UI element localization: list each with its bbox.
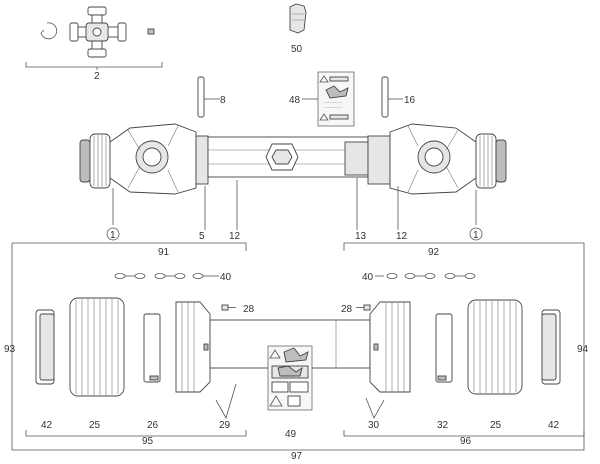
label-95: 95	[142, 436, 154, 447]
screw-28-left	[221, 304, 236, 311]
warning-sticker-49	[267, 345, 313, 411]
guard-tube-30-right	[369, 301, 411, 393]
guard-cone-32-right	[435, 313, 453, 383]
label-32: 32	[437, 420, 449, 431]
label-1-left: 1	[110, 230, 116, 241]
label-96: 96	[460, 436, 472, 447]
circlip-part	[40, 22, 58, 40]
label-2: 2	[94, 71, 100, 82]
label-26: 26	[147, 420, 159, 431]
svg-text:~~~~~~~~~~: ~~~~~~~~~~	[324, 106, 343, 110]
bracket-91	[12, 242, 247, 251]
safety-chain-right	[386, 273, 476, 279]
label-25-left: 25	[89, 420, 101, 431]
bracket-92	[343, 242, 584, 251]
svg-text:~~~~~~~~~~: ~~~~~~~~~~	[324, 101, 343, 105]
label-28-right: 28	[341, 304, 353, 315]
label-42-left: 42	[41, 420, 53, 431]
guard-bellows-25-left	[69, 297, 125, 397]
label-8: 8	[220, 95, 226, 106]
left-yoke-assembly	[79, 123, 209, 195]
universal-cross-part	[69, 6, 127, 58]
label-28-left: 28	[243, 304, 255, 315]
bracket-95	[25, 430, 247, 437]
label-25-right: 25	[490, 420, 502, 431]
screw-28-right	[356, 304, 371, 311]
label-42-right: 42	[548, 420, 560, 431]
label-1-right: 1	[473, 230, 479, 241]
label-48: 48	[289, 95, 301, 106]
bracket-96	[343, 430, 585, 437]
label-93: 93	[4, 344, 16, 355]
label-5: 5	[199, 231, 205, 242]
right-yoke-assembly	[367, 123, 507, 195]
label-50: 50	[291, 44, 303, 55]
label-97: 97	[291, 451, 303, 462]
label-94: 94	[577, 344, 589, 355]
bracket-97	[11, 436, 585, 451]
warning-sticker-48: ~~~~~~~~~~ ~~~~~~~~~~	[317, 71, 355, 127]
label-92: 92	[428, 247, 440, 258]
guard-bellows-25-right	[467, 299, 523, 395]
label-29: 29	[219, 420, 231, 431]
grease-nipple-part	[147, 28, 155, 35]
bearing-ring-42-left	[35, 309, 55, 385]
pin-8	[197, 76, 205, 118]
bearing-ring-42-right	[541, 309, 561, 385]
kit-bracket	[25, 62, 163, 68]
pin-16	[381, 76, 389, 118]
label-12-right: 12	[396, 231, 408, 242]
center-tubes	[207, 136, 369, 178]
label-49: 49	[285, 429, 297, 440]
label-30: 30	[368, 420, 380, 431]
safety-chain-left	[114, 273, 210, 279]
label-40-left: 40	[220, 272, 232, 283]
label-40-right: 40	[362, 272, 374, 283]
label-12-left: 12	[229, 231, 241, 242]
label-13: 13	[355, 231, 367, 242]
label-16: 16	[404, 95, 416, 106]
guard-tube-29-left	[175, 301, 211, 393]
part-50-cover	[289, 3, 307, 34]
guard-cone-26-left	[143, 313, 161, 383]
label-91: 91	[158, 247, 170, 258]
